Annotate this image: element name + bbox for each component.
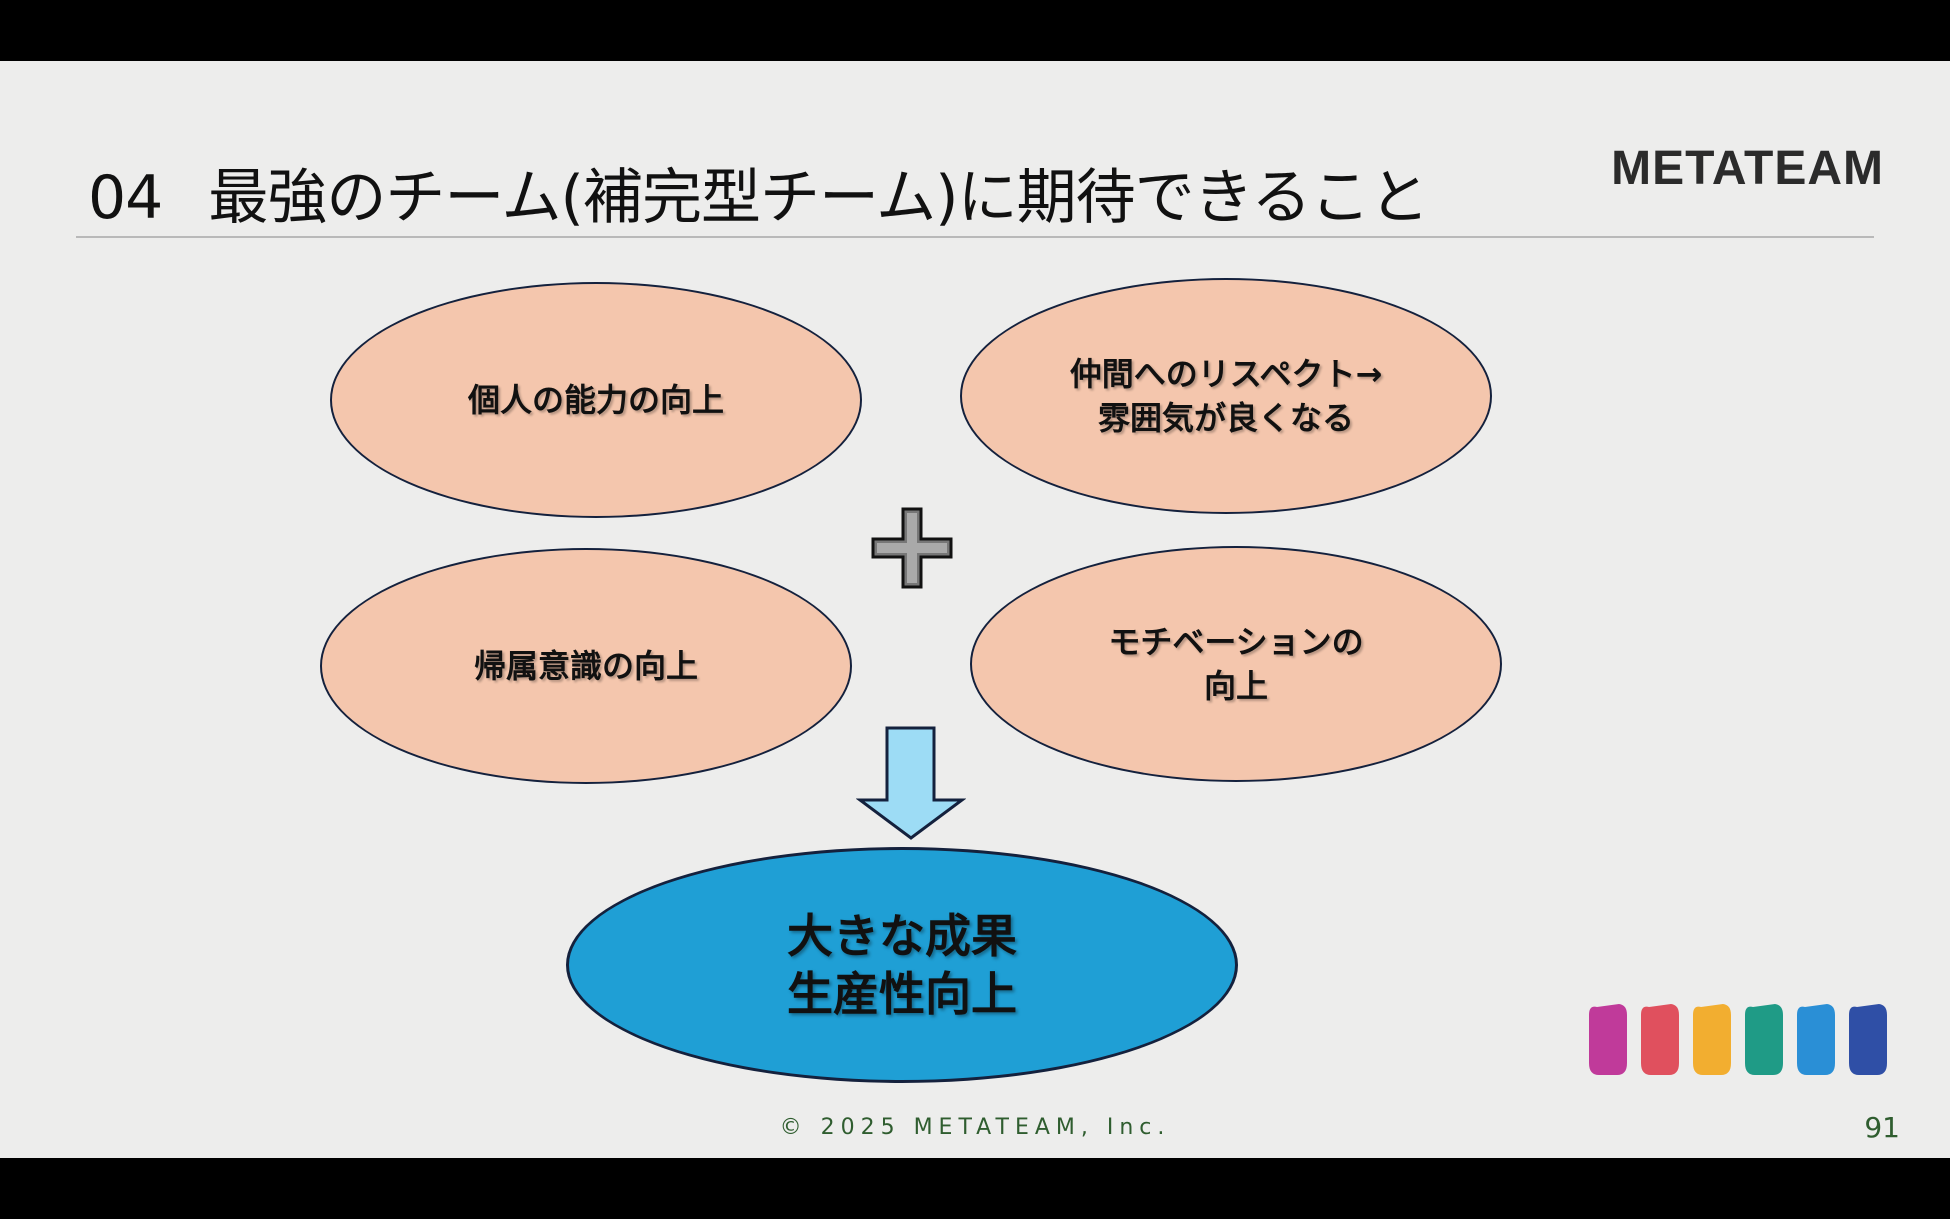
result-label: 大きな成果 生産性向上 — [787, 907, 1017, 1023]
color-swatch — [1849, 1004, 1887, 1075]
slide: 04 最強のチーム(補完型チーム)に期待できること METATEAM 個人の能力の… — [0, 61, 1950, 1158]
letterbox-bottom — [0, 1158, 1950, 1219]
color-swatch — [1745, 1004, 1783, 1075]
color-swatch — [1693, 1004, 1731, 1075]
title-text: 最強のチーム(補完型チーム)に期待できること — [208, 163, 1428, 233]
color-swatch — [1641, 1004, 1679, 1075]
page-number: 91 — [1864, 1111, 1900, 1144]
ellipse-belonging: 帰属意識の向上 — [320, 548, 852, 784]
ellipse-label: 個人の能力の向上 — [468, 378, 724, 422]
title-divider — [76, 236, 1874, 238]
ellipse-individual-ability: 個人の能力の向上 — [330, 282, 862, 518]
title-number: 04 — [88, 163, 162, 233]
color-swatch — [1589, 1004, 1627, 1075]
down-arrow-icon — [856, 725, 966, 841]
ellipse-label: 仲間へのリスペクト→ 雰囲気が良くなる — [1070, 352, 1383, 440]
ellipse-label: 帰属意識の向上 — [474, 644, 698, 688]
metateam-logo: METATEAM — [1611, 141, 1884, 196]
ellipse-respect: 仲間へのリスペクト→ 雰囲気が良くなる — [960, 278, 1492, 514]
plus-icon — [870, 506, 954, 590]
ellipse-motivation: モチベーションの 向上 — [970, 546, 1502, 782]
color-swatch — [1797, 1004, 1835, 1075]
color-swatches-decoration — [1585, 1001, 1895, 1081]
slide-title: 04 最強のチーム(補完型チーム)に期待できること — [88, 149, 1428, 236]
letterbox-top — [0, 0, 1950, 61]
ellipse-label: モチベーションの 向上 — [1108, 620, 1363, 708]
footer-copyright: © 2025 METATEAM, Inc. — [0, 1115, 1950, 1140]
ellipse-result: 大きな成果 生産性向上 — [566, 847, 1238, 1083]
